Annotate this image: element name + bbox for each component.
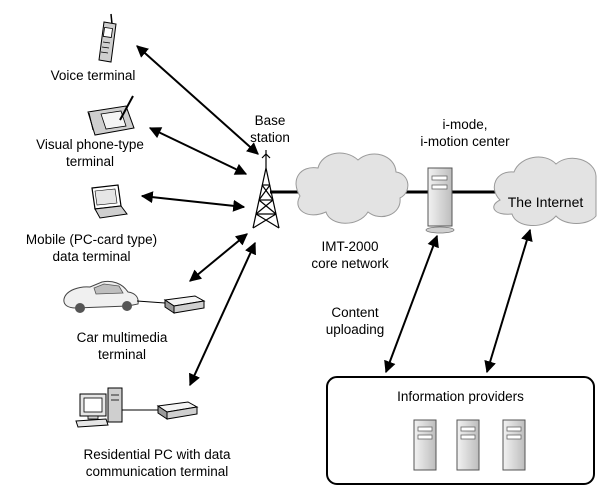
provider-server-icon xyxy=(456,419,480,471)
arrow-car-base xyxy=(189,233,248,282)
content-uploading-line-1: Content xyxy=(331,305,379,320)
car-multimedia-label: Car multimedia terminal xyxy=(52,329,192,363)
car-multimedia-line-1: Car multimedia xyxy=(76,330,168,345)
information-providers-text: Information providers xyxy=(397,389,524,404)
mobile-data-label: Mobile (PC-card type) data terminal xyxy=(0,231,183,265)
laptop-icon xyxy=(91,184,128,219)
imode-server-icon xyxy=(425,167,455,234)
voice-terminal-label: Voice terminal xyxy=(8,67,178,84)
residential-pc-line-1: Residential PC with data xyxy=(83,447,231,462)
base-station-label: Base station xyxy=(240,112,300,146)
information-providers-label: Information providers xyxy=(327,388,594,405)
imode-center-line-2: i-motion center xyxy=(420,134,510,149)
car-cable xyxy=(136,300,166,304)
base-station-line-2: station xyxy=(250,130,290,145)
cell-phone-icon xyxy=(98,13,117,63)
internet-label: The Internet xyxy=(494,194,597,211)
car-icon xyxy=(63,280,139,313)
car-terminal-box-icon xyxy=(163,295,206,314)
base-station-tower-icon xyxy=(252,150,280,229)
pc-terminal-box-icon xyxy=(156,401,199,420)
visual-phone-icon xyxy=(87,95,135,136)
residential-pc-label: Residential PC with data communication t… xyxy=(52,446,262,480)
core-network-line-1: IMT-2000 xyxy=(321,239,379,254)
base-station-line-1: Base xyxy=(254,113,286,128)
arrow-imode-providers xyxy=(384,234,439,374)
residential-pc-line-2: communication terminal xyxy=(85,464,229,479)
imode-center-line-1: i-mode, xyxy=(442,117,488,132)
visual-phone-label: Visual phone-type terminal xyxy=(0,136,180,170)
core-network-label: IMT-2000 core network xyxy=(295,238,405,272)
car-multimedia-line-2: terminal xyxy=(97,347,146,362)
arrow-pc-base xyxy=(189,241,256,387)
arrow-internet-providers xyxy=(484,228,533,374)
mobile-data-line-2: data terminal xyxy=(52,249,131,264)
core-network-cloud xyxy=(295,152,409,224)
voice-terminal-text: Voice terminal xyxy=(50,68,136,83)
visual-phone-line-1: Visual phone-type xyxy=(36,137,144,152)
content-uploading-label: Content uploading xyxy=(300,304,410,338)
arrow-laptop-base xyxy=(140,191,246,212)
internet-text: The Internet xyxy=(507,194,584,210)
mobile-data-line-1: Mobile (PC-card type) xyxy=(25,232,158,247)
provider-server-icon xyxy=(502,419,526,471)
content-uploading-line-2: uploading xyxy=(325,322,385,337)
arrow-visual-base xyxy=(148,127,248,175)
provider-server-icon xyxy=(413,419,437,471)
imode-center-label: i-mode, i-motion center xyxy=(400,116,530,150)
desktop-pc-icon xyxy=(75,387,123,428)
visual-phone-line-2: terminal xyxy=(65,154,114,169)
internet-cloud xyxy=(493,156,597,226)
core-network-line-2: core network xyxy=(311,256,389,271)
